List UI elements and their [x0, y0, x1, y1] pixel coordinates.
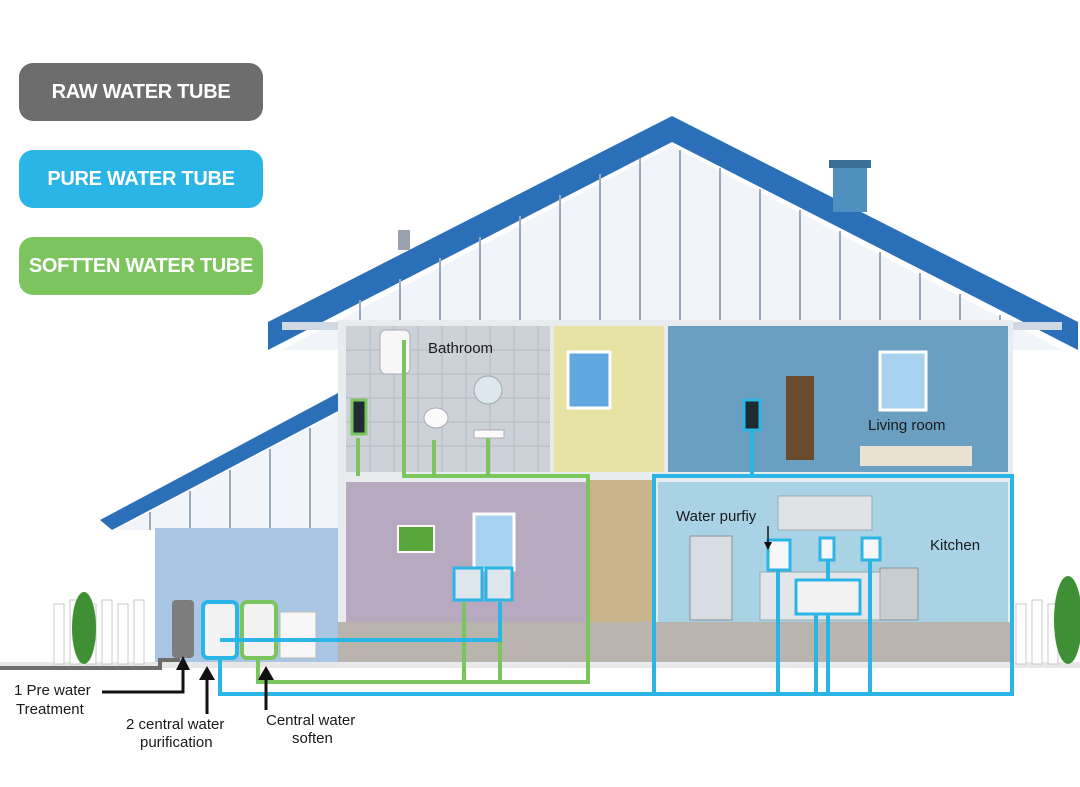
legend-raw-water-tube: RAW WATER TUBE — [19, 63, 263, 121]
right-fence — [1015, 599, 1059, 665]
central-soften-label-line2: soften — [292, 730, 333, 747]
sink — [473, 429, 505, 439]
living-room-window — [878, 350, 928, 412]
kitchen-tap — [818, 536, 836, 562]
kitchen-purifier — [766, 538, 792, 572]
bookshelf — [786, 376, 814, 460]
central-purification-unit — [201, 600, 239, 660]
garage-roof — [100, 392, 340, 530]
left-fence — [53, 599, 145, 665]
stove — [879, 567, 919, 621]
main-roof — [268, 116, 1078, 350]
lower-room-purifier-left — [452, 566, 484, 602]
water-purifier-label: Water purfiy — [676, 508, 757, 525]
toilet — [423, 407, 449, 429]
central-purification-label-line1: 2 central water — [126, 716, 224, 733]
pure-water-tube — [218, 430, 1014, 696]
pre-treatment-arrow — [102, 666, 185, 694]
staircase — [588, 480, 654, 622]
chimney — [833, 164, 867, 212]
central-soften-unit — [240, 600, 278, 660]
refrigerator — [689, 535, 733, 621]
central-purification-label-line2: purification — [140, 734, 213, 751]
raw-water-tube — [0, 658, 180, 670]
living-room-label: Living room — [868, 417, 946, 434]
under-sink-filter — [794, 578, 862, 616]
lower-room-purifier-right — [484, 566, 514, 602]
bed — [860, 446, 972, 466]
right-tree — [1054, 576, 1080, 664]
hallway-window — [566, 350, 612, 410]
central-soften-label-line1: Central water — [266, 712, 355, 729]
living-room-purifier — [742, 398, 762, 432]
legend-pure-water-tube: PURE WATER TUBE — [19, 150, 263, 208]
pre-treatment-label-line1: 1 Pre water — [14, 682, 91, 699]
kitchen-label: Kitchen — [930, 537, 980, 554]
pre-treatment-unit — [172, 600, 194, 658]
legend-soften-water-tube: SOFTTEN WATER TUBE — [19, 237, 263, 295]
pre-treatment-label-line2: Treatment — [16, 701, 85, 718]
lower-left-window — [472, 512, 516, 572]
kitchen-cabinets — [777, 495, 873, 531]
bathroom-label: Bathroom — [428, 340, 493, 357]
bathroom-filter — [350, 398, 368, 436]
kitchen-tap-2 — [860, 536, 882, 562]
left-tree — [72, 592, 96, 664]
washing-machine — [279, 611, 317, 659]
mirror — [473, 375, 503, 405]
vent-pipe — [398, 230, 410, 250]
wall-picture — [397, 525, 435, 553]
